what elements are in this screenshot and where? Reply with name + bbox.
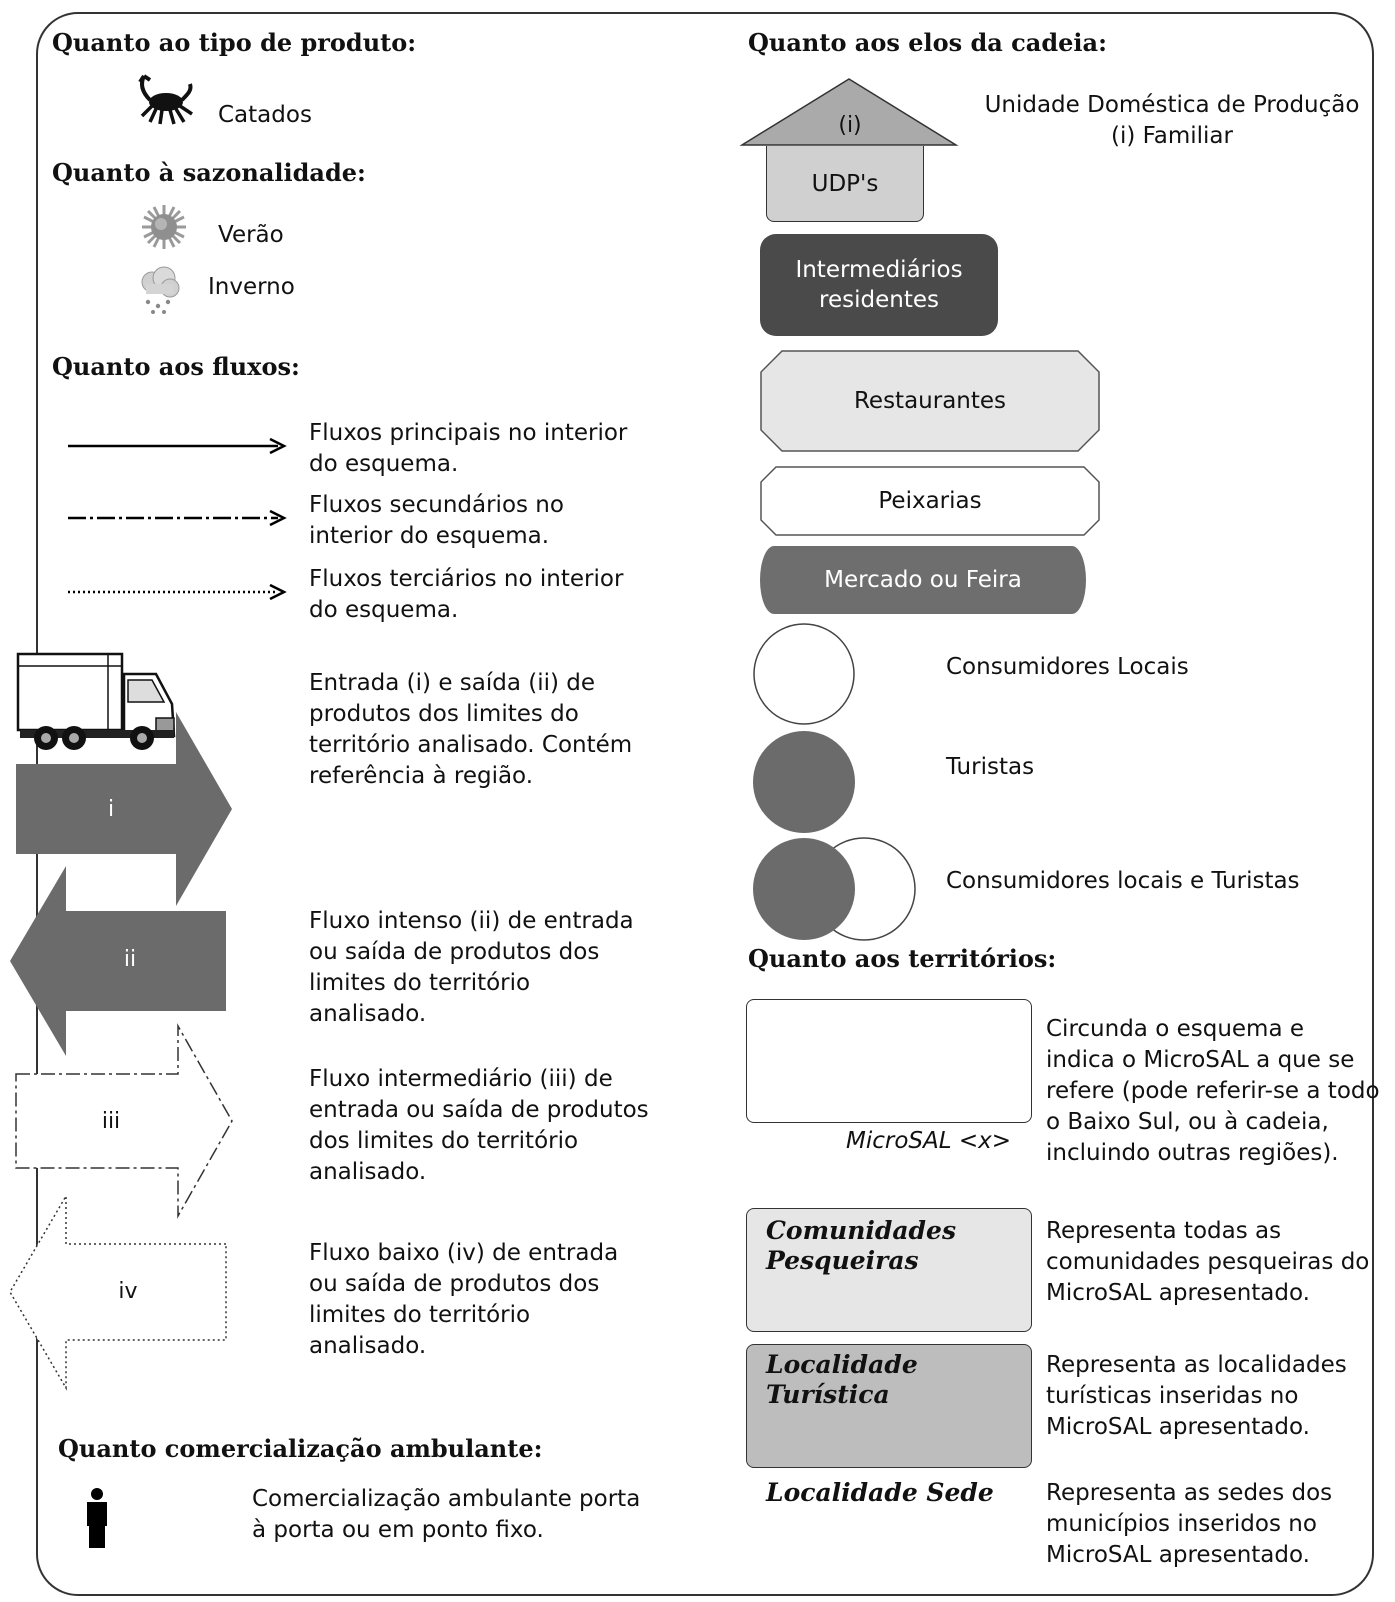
product-heading: Quanto ao tipo de produto: — [52, 28, 417, 57]
solid-flow-text: Fluxos principais no interior do esquema… — [309, 420, 628, 477]
turistica-box — [746, 1344, 1032, 1468]
sede-desc: Representa as sedes dos municípios inser… — [1046, 1480, 1333, 1568]
locais-turistas-label: Consumidores locais e Turistas — [946, 868, 1300, 894]
local-consumer-circle — [753, 623, 855, 725]
dash-dot-flow-text: Fluxos secundários no interior do esquem… — [309, 492, 564, 549]
mercado-box: Mercado ou Feira — [760, 546, 1086, 614]
arrow-iii-label: iii — [101, 1109, 121, 1134]
peixarias-shape — [760, 466, 1100, 536]
person-icon — [87, 1488, 107, 1548]
microsal-desc: Circunda o esquema e indica o MicroSAL a… — [1046, 1016, 1380, 1166]
arrow-iii-text: Fluxo intermediário (iii) de entrada ou … — [309, 1066, 649, 1185]
truck-icon — [16, 652, 176, 750]
season-heading: Quanto à sazonalidade: — [52, 158, 366, 187]
microsal-box — [746, 999, 1032, 1123]
turistica-desc: Representa as localidades turísticas ins… — [1046, 1352, 1347, 1440]
arrow-iii-shape — [15, 1023, 233, 1219]
arrow-iv-text: Fluxo baixo (iv) de entrada ou saída de … — [309, 1240, 619, 1359]
dotted-flow-text: Fluxos terciários no interior do esquema… — [309, 566, 624, 623]
udp-desc-line1: Unidade Doméstica de Produção — [984, 92, 1360, 118]
consumidores-locais-label: Consumidores Locais — [946, 654, 1189, 680]
arrow-i-label: i — [107, 797, 115, 822]
arrow-i-text: Entrada (i) e saída (ii) de produtos dos… — [309, 670, 633, 789]
territories-heading: Quanto aos territórios: — [748, 944, 1057, 973]
flows-heading: Quanto aos fluxos: — [52, 352, 300, 381]
peixarias-label: Peixarias — [878, 488, 982, 514]
dash-dot-flow-line — [68, 509, 287, 527]
dotted-flow-line — [68, 583, 287, 601]
udp-roof-shape — [739, 78, 959, 146]
udp-desc-line2: (i) Familiar — [1111, 123, 1233, 149]
street-text: Comercialização ambulante porta à porta … — [252, 1486, 641, 1543]
solid-flow-line — [68, 437, 287, 455]
verao-label: Verão — [218, 222, 284, 248]
restaurantes-label: Restaurantes — [853, 388, 1007, 414]
arrow-iv-label: iv — [118, 1279, 138, 1304]
local-and-tourist-circles — [753, 837, 916, 941]
arrow-ii-shape — [10, 866, 226, 1056]
street-heading: Quanto comercialização ambulante: — [58, 1434, 543, 1463]
comunidades-label: Comunidades Pesqueiras — [766, 1216, 957, 1275]
turistas-label: Turistas — [946, 754, 1035, 780]
sede-label: Localidade Sede — [766, 1478, 994, 1507]
udp-roof-label: (i) — [838, 113, 862, 138]
chain-heading: Quanto aos elos da cadeia: — [748, 28, 1107, 57]
inverno-label: Inverno — [208, 274, 295, 300]
comunidades-box — [746, 1208, 1032, 1332]
rain-cloud-icon — [141, 266, 180, 314]
turistica-label: Localidade Turística — [766, 1350, 918, 1409]
arrow-iv-shape — [9, 1193, 227, 1391]
crab-icon — [138, 74, 193, 125]
arrow-ii-text: Fluxo intenso (ii) de entrada ou saída d… — [309, 908, 634, 1027]
catados-label: Catados — [218, 102, 312, 128]
microsal-label: MicroSAL <x> — [846, 1128, 1012, 1154]
sun-icon — [142, 205, 186, 249]
arrow-i-shape — [16, 712, 232, 906]
udp-box: UDP's — [766, 146, 924, 222]
tourist-circle — [753, 731, 855, 833]
restaurantes-shape — [760, 350, 1100, 452]
intermediarios-box: Intermediários residentes — [760, 234, 998, 336]
arrow-ii-label: ii — [123, 947, 137, 972]
comunidades-desc: Representa todas as comunidades pesqueir… — [1046, 1218, 1370, 1306]
